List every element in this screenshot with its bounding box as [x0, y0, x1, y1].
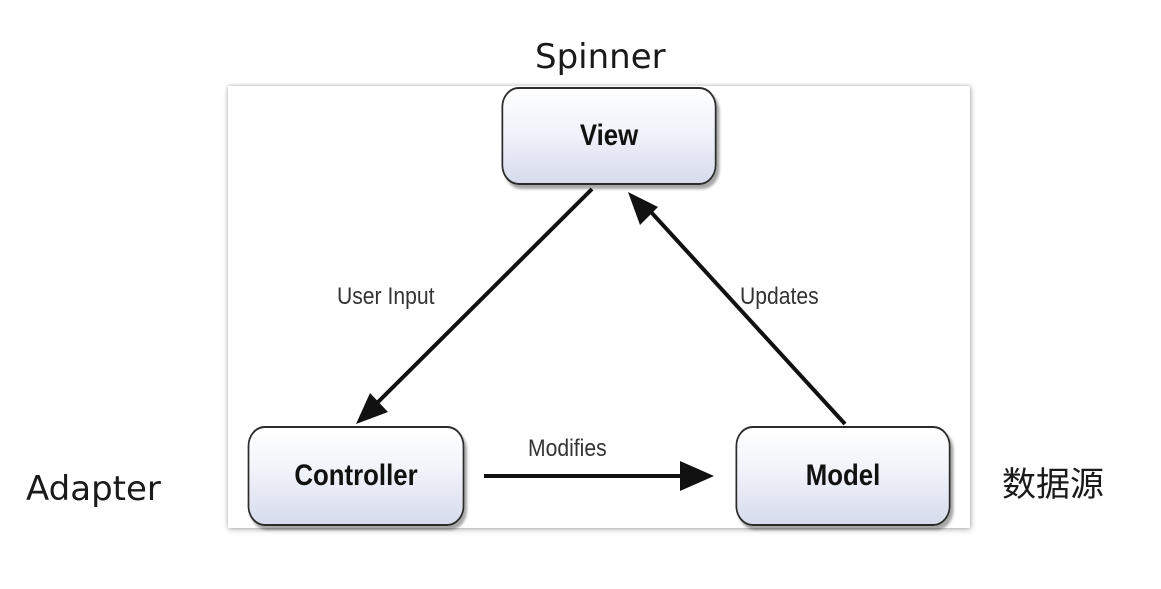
spinner-caption: Spinner — [535, 37, 666, 77]
updates-label: Updates — [740, 283, 819, 310]
model-node: Model — [735, 426, 951, 526]
updates-arrowhead — [628, 192, 658, 225]
modifies-arrowhead — [680, 461, 714, 491]
view-node: View — [501, 87, 717, 185]
user-input-arrow — [358, 187, 594, 422]
updates-arrow — [638, 198, 847, 426]
user-input-arrowhead — [356, 393, 388, 424]
adapter-caption: Adapter — [26, 469, 161, 509]
user-input-label: User Input — [337, 283, 435, 310]
modifies-label: Modifies — [528, 435, 607, 462]
data-source-caption: 数据源 — [1002, 465, 1104, 505]
controller-node-label: Controller — [294, 459, 418, 492]
view-node-label: View — [579, 119, 639, 152]
controller-node: Controller — [247, 426, 465, 526]
model-node-label: Model — [805, 459, 881, 492]
